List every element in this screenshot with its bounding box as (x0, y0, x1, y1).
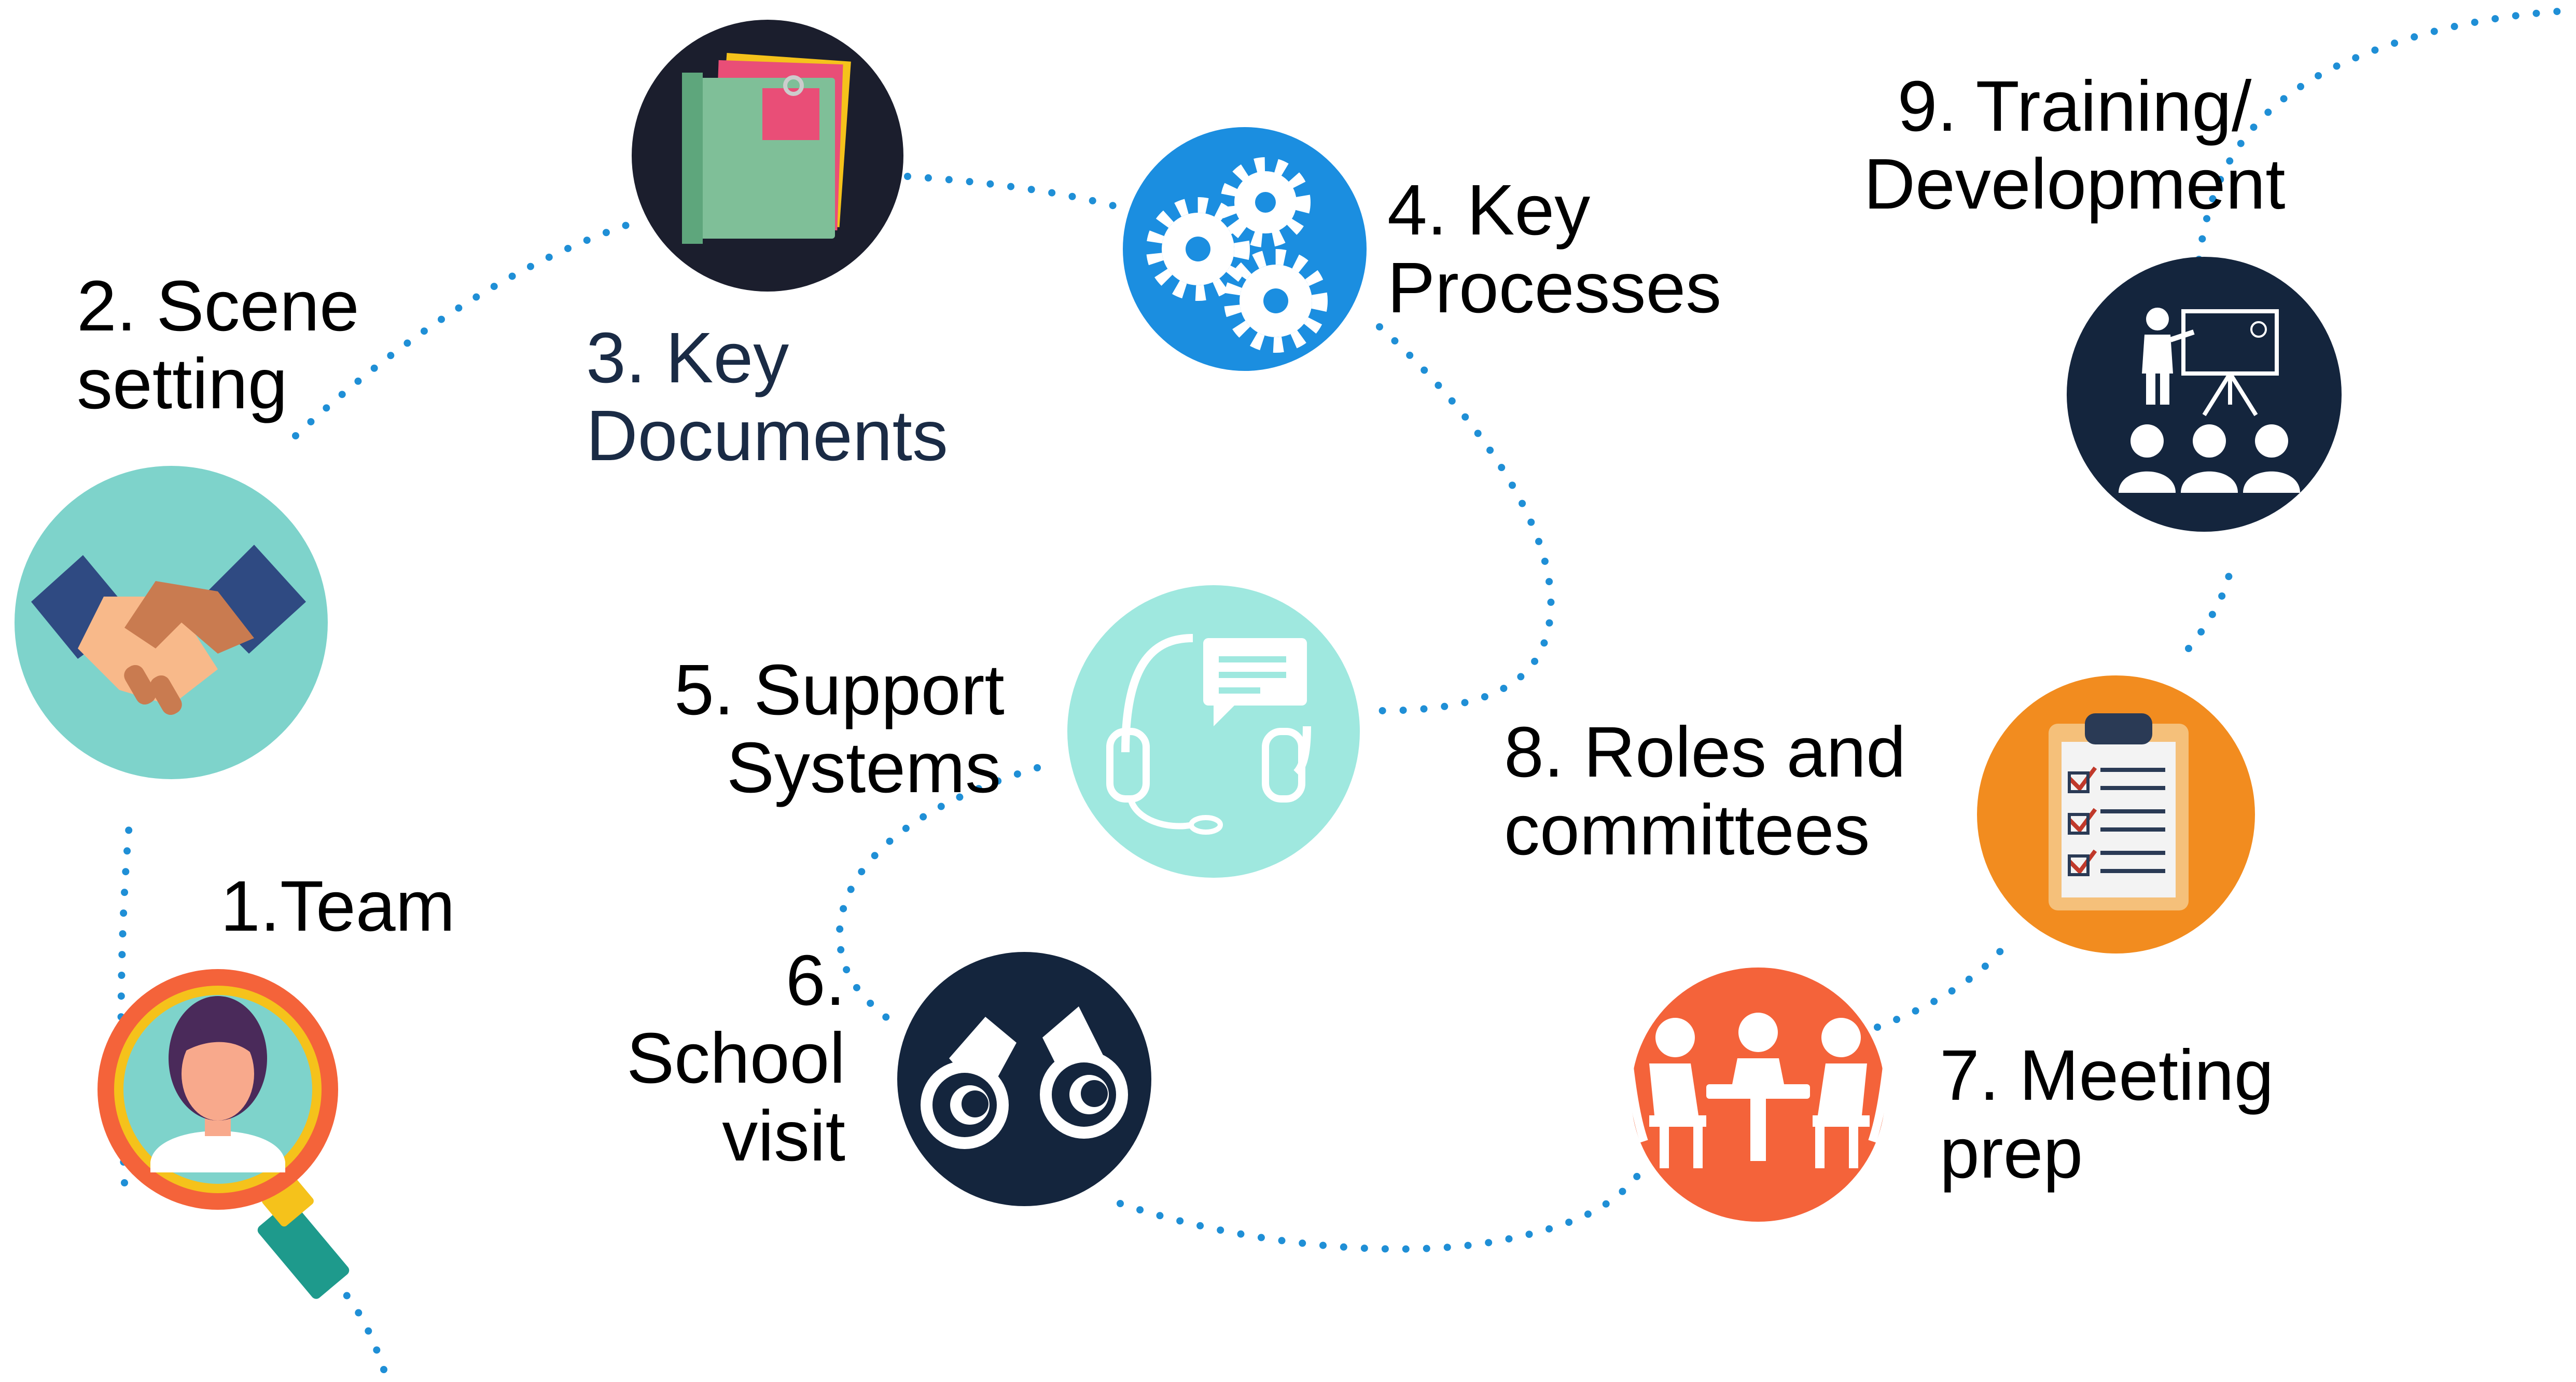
step-1-label: 1.Team (220, 867, 455, 945)
step-7-icon (1624, 968, 1892, 1222)
step-4-line-1: 4. Key (1387, 170, 1591, 250)
step-8-line-1: 8. Roles and (1504, 712, 1906, 792)
step-6-line-3: visit (722, 1096, 845, 1176)
path-segment-4-8 (1376, 323, 1555, 714)
step-8-label: 8. Roles and committees (1504, 713, 1906, 869)
step-3-line-2: Documents (586, 396, 948, 476)
path-segment-7-8 (1874, 946, 2006, 1031)
path-segment-3-4 (904, 173, 1124, 211)
step-2-line-2: setting (77, 344, 288, 424)
path-segment-1-2 (117, 816, 133, 1186)
step-2-line-1: 2. Scene (77, 266, 359, 346)
step-2-icon (15, 466, 328, 779)
step-8-icon (1977, 675, 2255, 953)
step-6-label: 6. School visit (612, 942, 845, 1175)
step-6-line-2: School (626, 1018, 845, 1098)
path-segment-8-9 (2185, 567, 2234, 652)
step-9-icon (2067, 257, 2342, 532)
path-segment-5-6 (836, 764, 1041, 1026)
step-8-line-2: committees (1504, 790, 1870, 870)
step-3-icon (632, 20, 903, 292)
step-1-icon (98, 969, 350, 1299)
step-5-label: 5. Support Systems (674, 650, 1005, 808)
step-6-line-1: 6. (785, 941, 845, 1020)
step-9-line-1: 9. Training/ (1897, 66, 2252, 146)
step-5-icon (1067, 585, 1360, 878)
path-segment-9-end (2195, 7, 2576, 263)
step-9-line-2: Development (1863, 144, 2286, 224)
step-6-icon (897, 952, 1151, 1206)
step-3-label: 3. Key Documents (586, 319, 948, 475)
path-segment-start (287, 1241, 387, 1373)
path-segment-2-3 (292, 219, 636, 439)
step-5-line-1: 5. Support (674, 650, 1005, 730)
step-1-line-1: 1.Team (220, 866, 455, 946)
step-9-label: 9. Training/ Development (1857, 67, 2292, 223)
path-segment-6-7 (1117, 1164, 1648, 1253)
dotted-path (117, 7, 2576, 1373)
step-7-label: 7. Meeting prep (1940, 1036, 2274, 1192)
step-5-line-2: Systems (726, 728, 1001, 808)
step-7-line-2: prep (1940, 1113, 2083, 1193)
step-7-line-1: 7. Meeting (1940, 1035, 2274, 1115)
step-4-label: 4. Key Processes (1387, 171, 1721, 327)
step-2-label: 2. Scene setting (77, 267, 359, 423)
step-4-icon (1123, 127, 1367, 371)
step-4-line-2: Processes (1387, 248, 1722, 328)
step-3-line-1: 3. Key (586, 318, 789, 398)
